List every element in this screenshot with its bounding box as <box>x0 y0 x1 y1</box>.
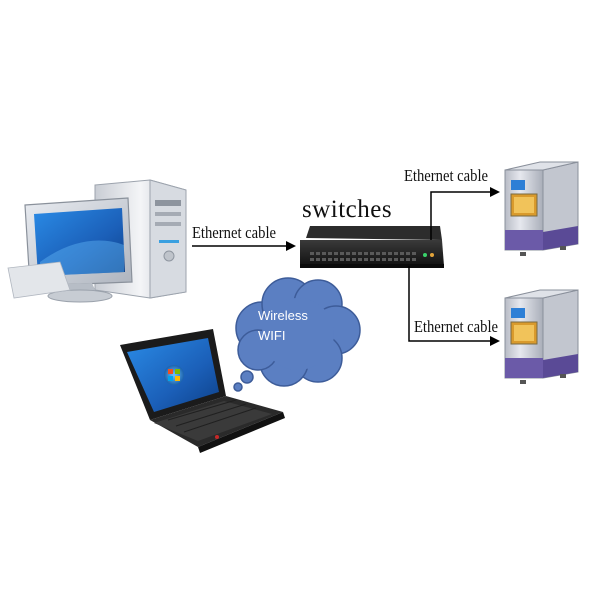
test-chamber-icon <box>504 161 579 256</box>
ethernet-cable-arrow-pc <box>192 241 296 251</box>
desktop-computer-icon <box>7 179 187 303</box>
ethernet-cable-arrow-bottom <box>408 266 500 346</box>
laptop-icon <box>120 329 285 453</box>
network-switch-icon <box>300 226 444 268</box>
test-chamber-icon <box>504 289 579 384</box>
ethernet-cable-label: Ethernet cable <box>192 223 277 242</box>
wireless-cloud-icon <box>233 277 361 392</box>
ethernet-cable-arrow-top <box>430 187 500 240</box>
ethernet-cable-label: Ethernet cable <box>404 166 489 185</box>
wifi-label: WIFI <box>258 328 286 343</box>
wireless-label: Wireless <box>258 308 308 323</box>
switch-label: switches <box>302 196 393 223</box>
ethernet-cable-label: Ethernet cable <box>414 317 499 336</box>
